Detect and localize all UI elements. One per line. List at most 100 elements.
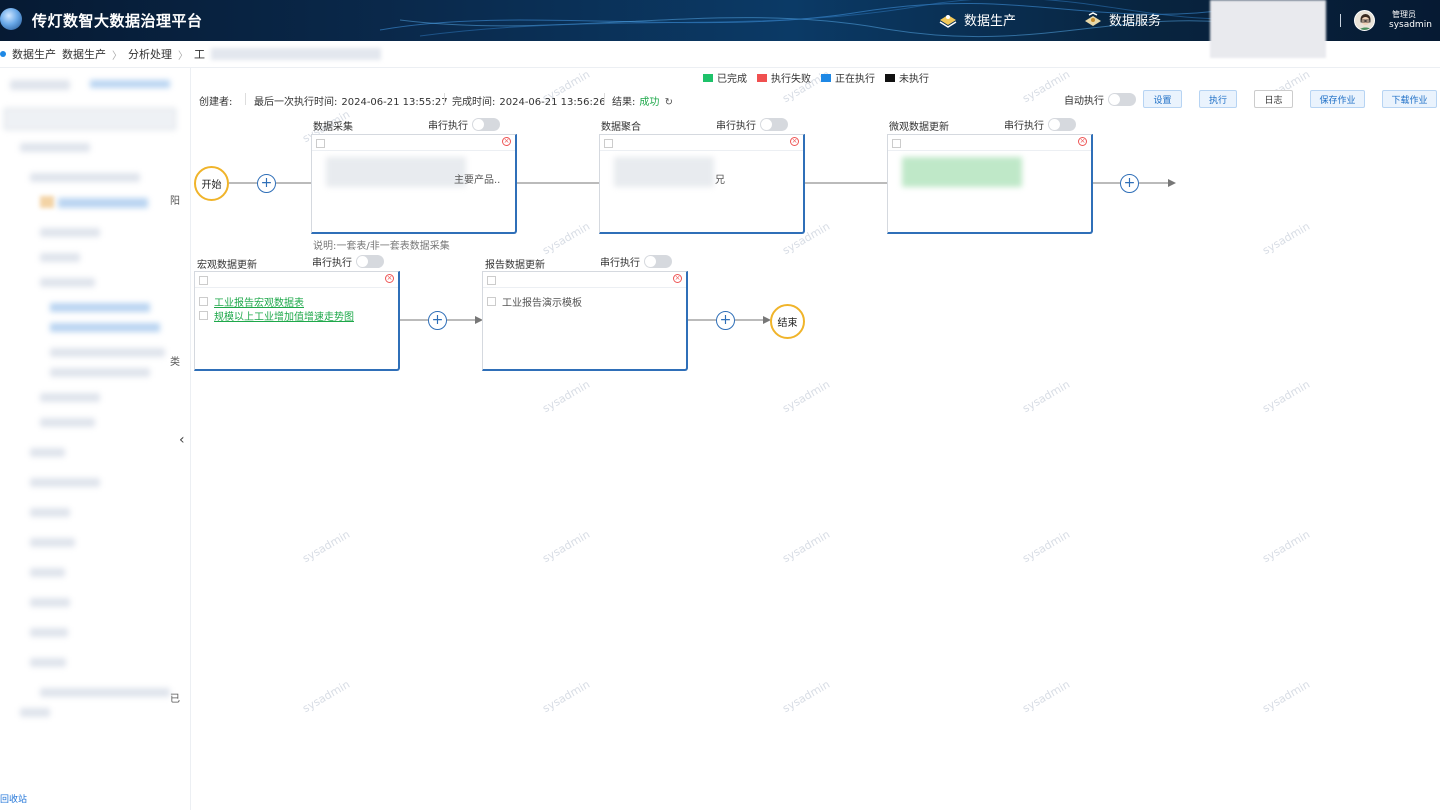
user-name[interactable]: sysadmin	[1389, 20, 1432, 30]
watermark: sysadmin	[780, 527, 833, 566]
add-step-button[interactable]: +	[257, 174, 276, 193]
step-item[interactable]: 工业报告演示模板	[487, 294, 582, 309]
watermark: sysadmin	[300, 677, 353, 716]
nav-data-production-label: 数据生产	[964, 14, 1017, 29]
step-item-label[interactable]: 规模以上工业增加值增速走势图	[214, 312, 354, 323]
header-separator	[1340, 14, 1341, 27]
serial-exec-toggle[interactable]	[1048, 118, 1076, 131]
step-checkbox[interactable]	[487, 297, 496, 306]
legend-label: 执行失败	[771, 74, 811, 85]
top-header: 传灯数智大数据治理平台 数据生产 数据服务 管理员 sysadmin	[0, 0, 1440, 41]
sidebar-blurred-item	[90, 80, 170, 88]
step-item[interactable]: 规模以上工业增加值增速走势图	[199, 308, 354, 323]
serial-exec-toggle[interactable]	[760, 118, 788, 131]
close-icon[interactable]: ×	[790, 137, 799, 146]
select-all-checkbox[interactable]	[199, 276, 208, 285]
select-all-checkbox[interactable]	[604, 139, 613, 148]
legend-item-completed: 已完成	[703, 70, 747, 85]
breadcrumb-item[interactable]: 分析处理	[128, 48, 172, 61]
sidebar-edge-text: 已	[170, 694, 180, 705]
breadcrumb-item[interactable]: 工	[194, 48, 205, 61]
watermark: sysadmin	[300, 527, 353, 566]
log-button[interactable]: 日志	[1254, 90, 1293, 108]
select-all-checkbox[interactable]	[892, 139, 901, 148]
select-all-checkbox[interactable]	[487, 276, 496, 285]
auto-exec-toggle[interactable]	[1108, 93, 1136, 106]
watermark: sysadmin	[1020, 377, 1073, 416]
group-note: 说明:一套表/非一套表数据采集	[313, 241, 450, 252]
step-item-label[interactable]: 工业报告宏观数据表	[214, 298, 304, 309]
result-value: 成功	[639, 97, 660, 108]
breadcrumb-dot-icon	[0, 51, 6, 57]
select-all-checkbox[interactable]	[316, 139, 325, 148]
watermark: sysadmin	[780, 677, 833, 716]
sidebar-edge-text: 类	[170, 357, 180, 368]
last-exec-label: 最后一次执行时间:	[254, 97, 338, 108]
group-title: 数据聚合	[601, 122, 641, 133]
serial-exec-toggle[interactable]	[356, 255, 384, 268]
add-step-button[interactable]: +	[716, 311, 735, 330]
watermark: sysadmin	[540, 527, 593, 566]
nav-data-production[interactable]: 数据生产	[938, 10, 1016, 29]
avatar[interactable]	[1354, 10, 1375, 31]
watermark: sysadmin	[540, 219, 593, 258]
serial-exec-control: 串行执行	[428, 117, 500, 132]
auto-exec-control: 自动执行	[1064, 92, 1136, 107]
result-info: 结果:成功 ↻	[612, 93, 673, 108]
sidebar-blurred-item	[10, 80, 70, 90]
step-checkbox[interactable]	[199, 297, 208, 306]
sidebar-blurred-item	[40, 688, 170, 697]
step-item-partial[interactable]: 兄	[715, 175, 725, 186]
close-icon[interactable]: ×	[1078, 137, 1087, 146]
step-checkbox[interactable]	[199, 311, 208, 320]
execute-button[interactable]: 执行	[1199, 90, 1237, 108]
breadcrumb-item[interactable]: 数据生产	[62, 48, 106, 61]
sidebar-blurred-item	[30, 628, 68, 637]
breadcrumb-chevron-icon: 〉	[178, 50, 188, 62]
close-icon[interactable]: ×	[385, 274, 394, 283]
save-job-button[interactable]: 保存作业	[1310, 90, 1365, 108]
serial-exec-control: 串行执行	[1004, 117, 1076, 132]
sidebar-search-input[interactable]	[4, 108, 176, 130]
serial-exec-control: 串行执行	[600, 254, 672, 269]
serial-exec-label: 串行执行	[312, 258, 352, 269]
add-step-button[interactable]: +	[1120, 174, 1139, 193]
sidebar-blurred-item	[20, 143, 90, 152]
legend-label: 已完成	[717, 74, 747, 85]
step-item[interactable]: 工业报告宏观数据表	[199, 294, 304, 309]
serial-exec-label: 串行执行	[1004, 121, 1044, 132]
step-group-box: ×	[887, 134, 1093, 234]
download-job-button[interactable]: 下载作业	[1382, 90, 1437, 108]
sidebar-blurred-item	[50, 323, 160, 332]
creator-info: 创建者:	[199, 93, 236, 108]
data-production-icon	[939, 14, 957, 28]
sidebar-collapse-chevron-icon[interactable]: ‹	[179, 432, 185, 448]
recycle-bin-link[interactable]: 回收站	[0, 795, 28, 805]
close-icon[interactable]: ×	[502, 137, 511, 146]
watermark: sysadmin	[1260, 219, 1313, 258]
refresh-icon[interactable]: ↻	[664, 97, 673, 108]
step-item-label[interactable]: 工业报告演示模板	[502, 298, 582, 309]
last-exec-info: 最后一次执行时间:2024-06-21 13:55:27	[254, 93, 448, 108]
breadcrumb-item[interactable]: 数据生产	[12, 48, 56, 61]
sidebar-selected-item[interactable]	[58, 198, 148, 208]
breadcrumb-obscured	[211, 48, 381, 60]
user-avatar-icon	[1358, 14, 1373, 30]
step-group-box: × 兄	[599, 134, 805, 234]
step-item-partial[interactable]: 主要产品..	[454, 175, 501, 186]
step-group-box: × 工业报告演示模板	[482, 271, 688, 371]
serial-exec-toggle[interactable]	[644, 255, 672, 268]
close-icon[interactable]: ×	[673, 274, 682, 283]
settings-button[interactable]: 设置	[1143, 90, 1182, 108]
nav-data-service[interactable]: 数据服务	[1083, 10, 1161, 29]
legend-label: 正在执行	[835, 74, 875, 85]
start-node[interactable]: 开始	[194, 166, 229, 201]
sidebar-blurred-item	[40, 278, 95, 287]
watermark: sysadmin	[540, 677, 593, 716]
add-step-button[interactable]: +	[428, 311, 447, 330]
serial-exec-toggle[interactable]	[472, 118, 500, 131]
step-group-box: × 主要产品..	[311, 134, 517, 234]
legend-item-not-executed: 未执行	[885, 70, 929, 85]
legend-item-failed: 执行失败	[757, 70, 811, 85]
end-node[interactable]: 结束	[770, 304, 805, 339]
